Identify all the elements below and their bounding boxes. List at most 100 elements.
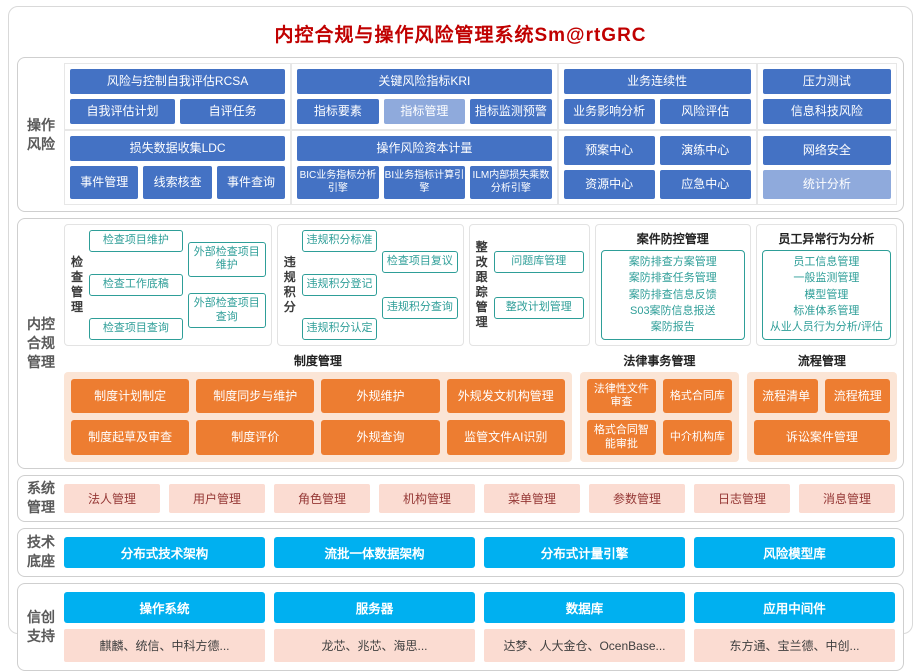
vendor-list: 达梦、人大金仓、OcenBase... [484,628,685,662]
rectification-group: 整改跟踪管理 问题库管理 整改计划管理 [468,224,590,346]
module-button[interactable]: 压力测试 [762,69,891,94]
module-button[interactable]: 法人管理 [64,483,160,513]
module-button[interactable]: 信息科技风险 [762,99,891,124]
module-button[interactable]: 外部检查项目维护 [187,241,266,278]
section-label-operational-risk: 操作风险 [27,116,55,152]
module-button[interactable]: 消息管理 [799,483,895,513]
module-button[interactable]: 指标要素 [297,99,379,124]
module-button[interactable]: 应急中心 [659,170,751,199]
process-mgmt-header: 流程管理 [797,354,846,368]
xinchuang-column-database: 数据库 达梦、人大金仓、OcenBase... [484,591,685,662]
module-button[interactable]: 检查工作底稿 [89,274,183,296]
compliance-bottom-row: 制度管理 制度计划制定 制度同步与维护 外规维护 外规发文机构管理 制度起草及审… [64,352,897,462]
module-button[interactable]: 外规查询 [321,420,440,455]
module-button[interactable]: 参数管理 [589,483,685,513]
list-item[interactable]: 案防排查任务管理 [628,272,717,285]
module-button[interactable]: 菜单管理 [484,483,580,513]
module-button[interactable]: 制度同步与维护 [196,379,315,414]
module-button[interactable]: 整改计划管理 [493,297,584,320]
module-button[interactable]: 外规发文机构管理 [446,379,565,414]
module-button[interactable]: 用户管理 [169,483,265,513]
xinchuang-column-os: 操作系统 麒麟、统信、中科方德... [64,591,265,662]
module-button[interactable]: 外部检查项目查询 [187,292,266,329]
module-button[interactable]: 日志管理 [694,483,790,513]
module-button[interactable]: 网络安全 [762,136,891,165]
section-compliance: 内控合规管理 检查管理 检查项目维护 检查工作底稿 检查项目查询 外部检查项目维… [17,218,904,469]
module-button[interactable]: 资源中心 [563,170,655,199]
module-button[interactable]: 分布式技术架构 [64,536,265,568]
section-label-tech-base: 技术底座 [27,534,55,570]
module-button[interactable]: 违规积分登记 [301,274,378,296]
module-button[interactable]: 指标管理 [383,99,466,124]
module-button[interactable]: 中介机构库 [662,420,732,455]
list-item[interactable]: 一般监测管理 [793,272,860,285]
module-button[interactable]: 诉讼案件管理 [753,420,890,455]
list-item[interactable]: 案防排查方案管理 [628,255,717,268]
violation-points-label: 违规积分 [283,255,296,314]
process-mgmt-panel: 流程管理 流程清单 流程梳理 诉讼案件管理 [746,352,897,462]
module-button[interactable]: 流程清单 [753,379,819,414]
list-item[interactable]: S03案防信息报送 [629,305,716,318]
module-button[interactable]: 统计分析 [762,170,891,199]
module-button[interactable]: 格式合同库 [662,379,732,414]
module-button[interactable]: BI业务指标计算引擎 [383,166,466,199]
module-button[interactable]: 预案中心 [563,136,655,165]
module-button[interactable]: 风险评估 [659,99,751,124]
module-button[interactable]: 外规维护 [321,379,440,414]
legal-affairs-box: 法律性文件审查 格式合同库 格式合同智能审批 中介机构库 [579,372,739,462]
rcsa-header-button[interactable]: 风险与控制自我评估RCSA [70,69,286,94]
violation-points-group: 违规积分 违规积分标准 违规积分登记 违规积分认定 检查项目复议 违规积分查询 [276,224,464,346]
section-label-xinchuang: 信创支持 [27,608,55,644]
module-button[interactable]: 风险模型库 [694,536,895,568]
module-button[interactable]: 问题库管理 [493,250,584,273]
module-button[interactable]: 违规积分认定 [301,318,378,340]
module-button[interactable]: 自评任务 [180,99,286,124]
list-item[interactable]: 模型管理 [804,288,849,301]
check-mgmt-label: 检查管理 [71,255,84,314]
compliance-top-row: 检查管理 检查项目维护 检查工作底稿 检查项目查询 外部检查项目维护 外部检查项… [64,224,897,346]
module-button[interactable]: 监管文件AI识别 [446,420,565,455]
module-button[interactable]: 检查项目维护 [89,230,183,252]
module-button[interactable]: 制度计划制定 [71,379,190,414]
module-button[interactable]: 指标监测预警 [470,99,552,124]
module-button[interactable]: 制度起草及审查 [71,420,190,455]
module-button[interactable]: 流程梳理 [825,379,890,414]
module-button[interactable]: 法律性文件审查 [586,379,656,414]
module-button[interactable]: 演练中心 [659,136,751,165]
module-button[interactable]: ILM内部损失乘数分析引擎 [470,166,552,199]
list-item[interactable]: 标准体系管理 [793,305,860,318]
module-button[interactable]: 检查项目复议 [382,250,458,273]
module-button[interactable]: 角色管理 [274,483,370,513]
module-button[interactable]: 格式合同智能审批 [586,420,656,455]
capital-header-button[interactable]: 操作风险资本计量 [297,136,552,161]
module-button[interactable]: 线索核查 [143,166,212,199]
module-button[interactable]: 违规积分标准 [301,230,378,252]
section-tech-base: 技术底座 分布式技术架构 流批一体数据架构 分布式计量引擎 风险模型库 [17,527,904,577]
module-button[interactable]: 自我评估计划 [70,99,176,124]
list-item[interactable]: 员工信息管理 [793,255,860,268]
center-group: 预案中心 演练中心 资源中心 应急中心 [557,130,757,205]
page-title: 内控合规与操作风险管理系统Sm@rtGRC [274,25,647,46]
ldc-header-button[interactable]: 损失数据收集LDC [70,136,286,161]
module-button[interactable]: 违规积分查询 [382,297,458,320]
xinchuang-row: 操作系统 麒麟、统信、中科方德... 服务器 龙芯、兆芯、海思... 数据库 达… [64,591,895,662]
module-button[interactable]: 分布式计量引擎 [484,536,685,568]
list-item[interactable]: 案防报告 [650,321,695,334]
legal-affairs-panel: 法律事务管理 法律性文件审查 格式合同库 格式合同智能审批 中介机构库 [579,352,739,462]
module-button[interactable]: 检查项目查询 [89,318,183,340]
case-prevention-header: 案件防控管理 [636,232,709,246]
module-button[interactable]: 事件查询 [216,166,286,199]
list-item[interactable]: 案防排查信息反馈 [628,288,717,301]
rcsa-group: 风险与控制自我评估RCSA 自我评估计划 自评任务 [64,63,292,130]
module-button[interactable]: 制度评价 [196,420,315,455]
module-button[interactable]: BIC业务指标分析引擎 [297,166,379,199]
list-item[interactable]: 从业人员行为分析/评估 [769,321,883,334]
bcm-header-button[interactable]: 业务连续性 [563,69,751,94]
module-button[interactable]: 机构管理 [379,483,475,513]
module-button[interactable]: 流批一体数据架构 [274,536,475,568]
category-header: 服务器 [274,591,475,623]
module-button[interactable]: 业务影响分析 [563,99,655,124]
module-button[interactable]: 事件管理 [70,166,139,199]
page-frame: 内控合规与操作风险管理系统Sm@rtGRC 操作风险 风险与控制自我评估RCSA… [8,6,913,671]
kri-header-button[interactable]: 关键风险指标KRI [297,69,552,94]
